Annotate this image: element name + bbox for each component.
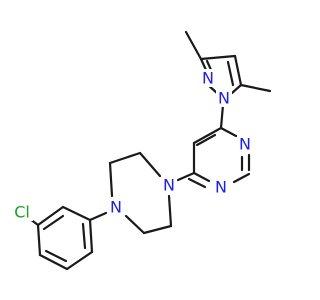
bond-ph-c5-c6	[65, 250, 94, 271]
bond-c4-piperazine-n	[176, 171, 196, 182]
bond-c4-c5	[233, 54, 243, 87]
atom-chlorine-label: Cl	[14, 203, 30, 222]
bond-c6-n1pyr	[219, 126, 238, 138]
bond-ph-c4-c5-double	[44, 249, 68, 263]
atom-piperazine-n4-label: N	[110, 198, 122, 217]
bond-methyl3-c3	[184, 30, 203, 61]
bond-ph-c1-c2	[61, 205, 92, 222]
bond-n3-c4	[192, 171, 211, 183]
bond-ph-c6-c1-double	[81, 222, 87, 250]
bond-c5-methyl5	[239, 83, 272, 93]
bond-ph-c6-c1	[88, 218, 94, 254]
bond-ph-c2-c3	[36, 205, 65, 227]
bond-n1-c6	[219, 103, 225, 130]
bond-pip-n4-phenyl	[88, 211, 108, 222]
atom-pyrimidine-n1-label: N	[239, 135, 251, 154]
atom-pyrazole-n2-label: N	[202, 69, 214, 88]
atom-pyrimidine-n3: N	[213, 178, 229, 197]
bond-pip-n1-ca	[138, 151, 162, 178]
atom-pyrazole-n1: N	[216, 89, 232, 108]
bond-pip-cc-cd	[142, 224, 173, 235]
bond-ph-c2-c3-double	[42, 214, 65, 231]
atom-chlorine: Cl	[11, 203, 33, 222]
atom-label-layer: N N N N N N Cl	[11, 69, 253, 222]
atom-pyrimidine-n3-label: N	[215, 178, 227, 197]
bond-c4-c5-double	[226, 60, 235, 87]
bond-c5-n1	[230, 83, 243, 95]
bond-c2-n3	[232, 172, 251, 184]
bond-c3-n2	[199, 57, 208, 72]
bond-pip-cb-n4	[108, 161, 114, 198]
bond-layer	[28, 30, 272, 271]
bond-pip-cd-n1	[167, 194, 173, 228]
bond-ph-c3-c4	[36, 223, 42, 257]
atom-piperazine-n4: N	[108, 198, 124, 217]
atom-pyrazole-n1-label: N	[218, 89, 230, 108]
bond-c6-c5pyr	[192, 126, 223, 145]
bond-pip-ca-cb	[108, 151, 142, 165]
bond-n3-c4-double	[187, 177, 207, 189]
atom-pyrimidine-n1: N	[237, 135, 253, 154]
atom-piperazine-n1: N	[161, 176, 177, 195]
bond-c6-c5pyr-double	[195, 133, 217, 147]
atom-piperazine-n1-label: N	[163, 176, 175, 195]
bond-ph-c4-c5	[38, 253, 69, 271]
bond-c3-c4	[199, 54, 237, 61]
chemical-structure: N N N N N N Cl	[11, 30, 272, 271]
atom-pyrazole-n2: N	[200, 69, 216, 88]
bond-pip-n4-cc	[124, 214, 146, 235]
